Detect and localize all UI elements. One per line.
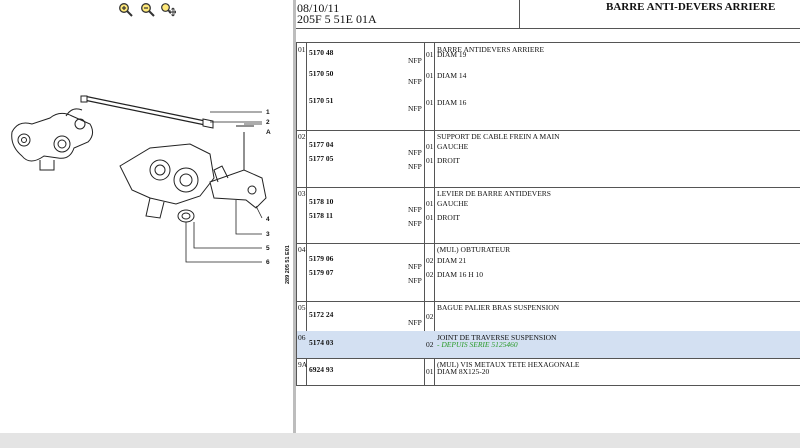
part-number[interactable]: 5170 48 (309, 48, 334, 57)
part-number[interactable]: 6924 93 (309, 365, 334, 374)
nfp-flag: NFP (408, 318, 422, 327)
group-rule (296, 301, 800, 302)
callout-a: A (266, 129, 271, 136)
group-title: LEVIER DE BARRE ANTIDEVERS (437, 189, 551, 198)
part-number[interactable]: 5170 51 (309, 96, 334, 105)
callout-5: 5 (266, 245, 270, 252)
group-title: (MUL) VIS METAUX TETE HEXAGONALE (437, 360, 580, 369)
col-sep-qty (434, 42, 435, 385)
part-number[interactable]: 5179 06 (309, 254, 334, 263)
part-description: DIAM 21 (437, 256, 467, 265)
col-sep-part (424, 42, 425, 385)
group-number: 03 (298, 189, 306, 198)
parts-list-pane: 08/10/11 205F 5 51E 01A BARRE ANTI-DEVER… (296, 0, 800, 433)
page-title: BARRE ANTI-DEVERS ARRIERE (606, 1, 776, 13)
zoom-out-icon[interactable] (140, 2, 156, 18)
group-rule (296, 358, 800, 359)
col-left-edge (296, 42, 297, 385)
part-description: DIAM 8X125-20 (437, 367, 490, 376)
quantity: 01 (426, 142, 434, 151)
group-rule (296, 243, 800, 244)
part-number[interactable]: 5170 50 (309, 69, 334, 78)
header-separator (519, 0, 520, 28)
part-description: GAUCHE (437, 142, 469, 151)
group-title: SUPPORT DE CABLE FREIN A MAIN (437, 132, 560, 141)
quantity: 01 (426, 367, 434, 376)
part-description: DIAM 16 H 10 (437, 270, 484, 279)
pane-divider[interactable] (293, 0, 296, 448)
callout-1: 1 (266, 109, 270, 116)
nfp-flag: NFP (408, 276, 422, 285)
part-description: DIAM 16 (437, 98, 467, 107)
group-title: BAGUE PALIER BRAS SUSPENSION (437, 303, 560, 312)
nfp-flag: NFP (408, 262, 422, 271)
part-description: DROIT (437, 213, 460, 222)
quantity: 02 (426, 270, 434, 279)
status-strip (0, 433, 800, 448)
nfp-flag: NFP (408, 77, 422, 86)
quantity: 01 (426, 71, 434, 80)
part-description: - DEPUIS SERIE 5125460 (437, 340, 518, 349)
quantity: 01 (426, 50, 434, 59)
callout-3: 3 (266, 231, 270, 238)
group-number: 04 (298, 245, 306, 254)
part-number[interactable]: 5178 11 (309, 211, 333, 220)
part-description: DIAM 19 (437, 50, 467, 59)
group-number: 02 (298, 132, 306, 141)
table-header-rule (296, 42, 800, 43)
quantity: 02 (426, 312, 434, 321)
nfp-flag: NFP (408, 148, 422, 157)
nfp-flag: NFP (408, 162, 422, 171)
part-number[interactable]: 5177 04 (309, 140, 334, 149)
zoom-pan-icon[interactable] (160, 2, 176, 18)
diagram-pane: 1 2 A 4 3 5 6 289 205 51 E01 (0, 0, 293, 448)
quantity: 01 (426, 156, 434, 165)
callout-6: 6 (266, 259, 270, 266)
group-title: (MUL) OBTURATEUR (437, 245, 511, 254)
quantity: 02 (426, 256, 434, 265)
nfp-flag: NFP (408, 56, 422, 65)
catalog-date: 08/10/11 (297, 1, 340, 15)
group-rule (296, 385, 800, 386)
model-code: 205F 5 51E 01A (297, 12, 377, 26)
part-number[interactable]: 5179 07 (309, 268, 334, 277)
part-description: DROIT (437, 156, 460, 165)
part-description: GAUCHE (437, 199, 469, 208)
diagram-ref-code: 289 205 51 E01 (285, 245, 291, 284)
quantity: 01 (426, 213, 434, 222)
group-rule (296, 130, 800, 131)
group-title: BARRE ANTIDEVERS ARRIERE (437, 45, 545, 54)
group-title: JOINT DE TRAVERSE SUSPENSION (437, 333, 557, 342)
group-number: 06 (298, 333, 306, 342)
quantity: 02 (426, 340, 434, 349)
group-number: 05 (298, 303, 306, 312)
zoom-in-icon[interactable] (118, 2, 134, 18)
quantity: 01 (426, 98, 434, 107)
part-number[interactable]: 5172 24 (309, 310, 334, 319)
part-number[interactable]: 5174 03 (309, 338, 334, 347)
nfp-flag: NFP (408, 205, 422, 214)
diagram-toolbar (0, 0, 293, 20)
part-number[interactable]: 5177 05 (309, 154, 334, 163)
group-rule (296, 187, 800, 188)
nfp-flag: NFP (408, 104, 422, 113)
part-description: DIAM 14 (437, 71, 467, 80)
group-number: 01 (298, 45, 306, 54)
exploded-diagram: 1 2 A 4 3 5 6 289 205 51 E01 (11, 95, 291, 284)
callout-2: 2 (266, 119, 270, 126)
quantity: 01 (426, 199, 434, 208)
callout-4: 4 (266, 216, 270, 223)
col-sep-group (306, 42, 307, 385)
part-number[interactable]: 5178 10 (309, 197, 334, 206)
group-number: 9A (298, 360, 308, 369)
table-top-rule (296, 28, 800, 29)
highlighted-row[interactable] (297, 331, 800, 358)
nfp-flag: NFP (408, 219, 422, 228)
